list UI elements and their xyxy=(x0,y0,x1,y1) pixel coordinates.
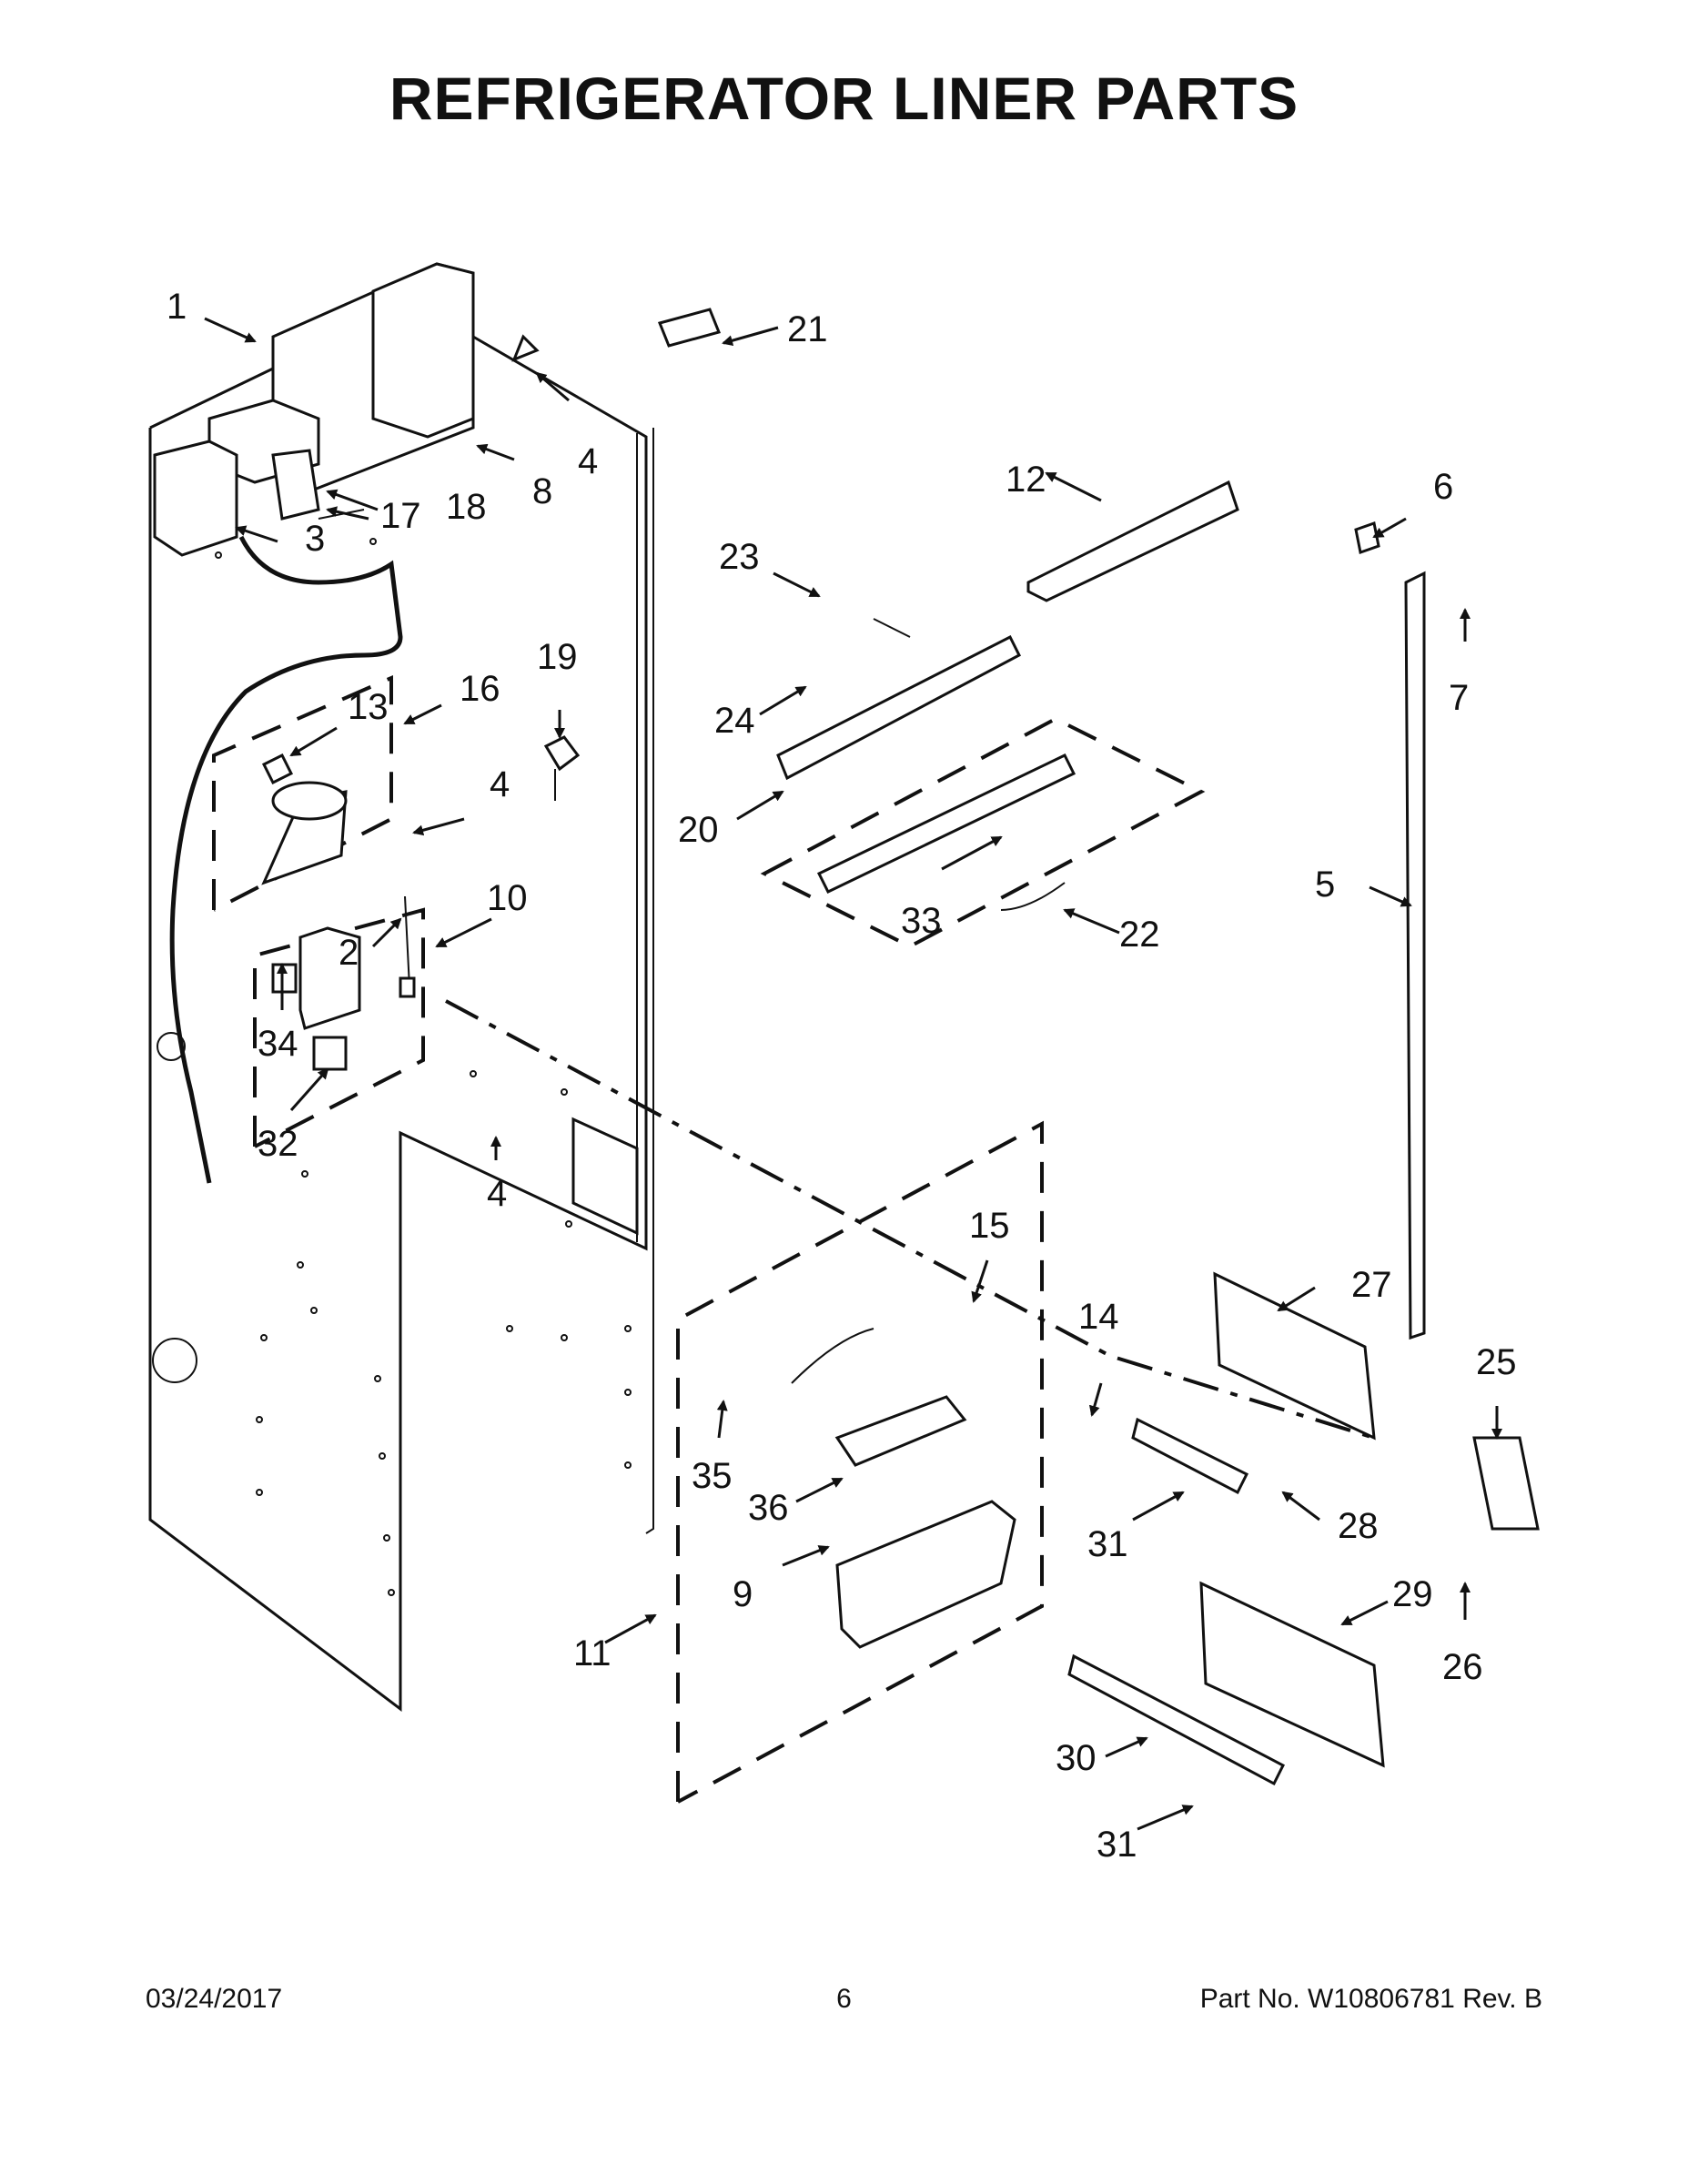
callout-31b: 31 xyxy=(1097,1825,1137,1865)
box-10 xyxy=(253,907,425,1148)
callout-2: 2 xyxy=(339,933,359,973)
callout-30: 30 xyxy=(1056,1738,1097,1778)
footer-part-number: Part No. W10806781 Rev. B xyxy=(1199,1984,1542,2014)
callout-26: 26 xyxy=(1442,1647,1483,1687)
callout-5: 5 xyxy=(1315,864,1335,905)
page-title: REFRIGERATOR LINER PARTS xyxy=(389,65,1299,132)
callout-10: 10 xyxy=(487,878,528,918)
part-21 xyxy=(657,308,722,348)
callout-19: 19 xyxy=(537,637,578,677)
liner-cabinet xyxy=(148,335,654,1713)
callout-24: 24 xyxy=(714,701,755,741)
footer-date: 03/24/2017 xyxy=(146,1984,283,2014)
top-housing-assembly xyxy=(153,262,540,1184)
callout-35: 35 xyxy=(692,1456,733,1496)
callout-8: 8 xyxy=(532,471,552,511)
part-25 xyxy=(1472,1436,1540,1531)
callout-4c: 4 xyxy=(487,1174,507,1214)
callout-33: 33 xyxy=(901,901,942,941)
box-22 xyxy=(760,716,1206,949)
module-2 xyxy=(271,895,416,1071)
leader-lines xyxy=(204,317,1502,1831)
footer-page-number: 6 xyxy=(836,1984,852,2014)
callout-1: 1 xyxy=(167,287,187,327)
callout-17: 17 xyxy=(380,496,421,536)
callout-25: 25 xyxy=(1476,1342,1517,1382)
callout-27: 27 xyxy=(1351,1265,1392,1305)
box-11 xyxy=(676,1120,1044,1804)
callout-22: 22 xyxy=(1119,915,1160,955)
part-29 xyxy=(1067,1581,1385,1786)
callout-9: 9 xyxy=(733,1574,753,1614)
callout-13: 13 xyxy=(348,687,389,727)
callout-20: 20 xyxy=(678,810,719,850)
callout-11: 11 xyxy=(573,1633,612,1673)
callout-34: 34 xyxy=(258,1024,298,1064)
callout-21: 21 xyxy=(787,309,828,349)
module-36 xyxy=(791,1328,1016,1649)
callout-6: 6 xyxy=(1433,467,1453,507)
callout-31: 31 xyxy=(1087,1524,1128,1564)
part-12 xyxy=(1026,480,1239,602)
component-19 xyxy=(543,735,581,801)
callout-12: 12 xyxy=(1006,460,1046,500)
callout-28: 28 xyxy=(1338,1506,1379,1546)
callout-36: 36 xyxy=(748,1488,789,1528)
callout-4b: 4 xyxy=(490,764,510,804)
module-13 xyxy=(261,753,348,885)
callout-23: 23 xyxy=(719,537,760,577)
callout-16: 16 xyxy=(460,669,500,709)
part-20 xyxy=(776,634,1021,781)
part-27 xyxy=(1131,1271,1376,1495)
callout-3: 3 xyxy=(305,519,325,559)
callout-29: 29 xyxy=(1392,1574,1433,1614)
callout-15: 15 xyxy=(969,1206,1010,1246)
callout-32: 32 xyxy=(258,1124,298,1164)
callout-4: 4 xyxy=(578,441,598,481)
part-5 xyxy=(1354,521,1426,1340)
callout-14: 14 xyxy=(1078,1297,1119,1337)
callout-7: 7 xyxy=(1449,678,1469,718)
callout-18: 18 xyxy=(446,487,487,527)
